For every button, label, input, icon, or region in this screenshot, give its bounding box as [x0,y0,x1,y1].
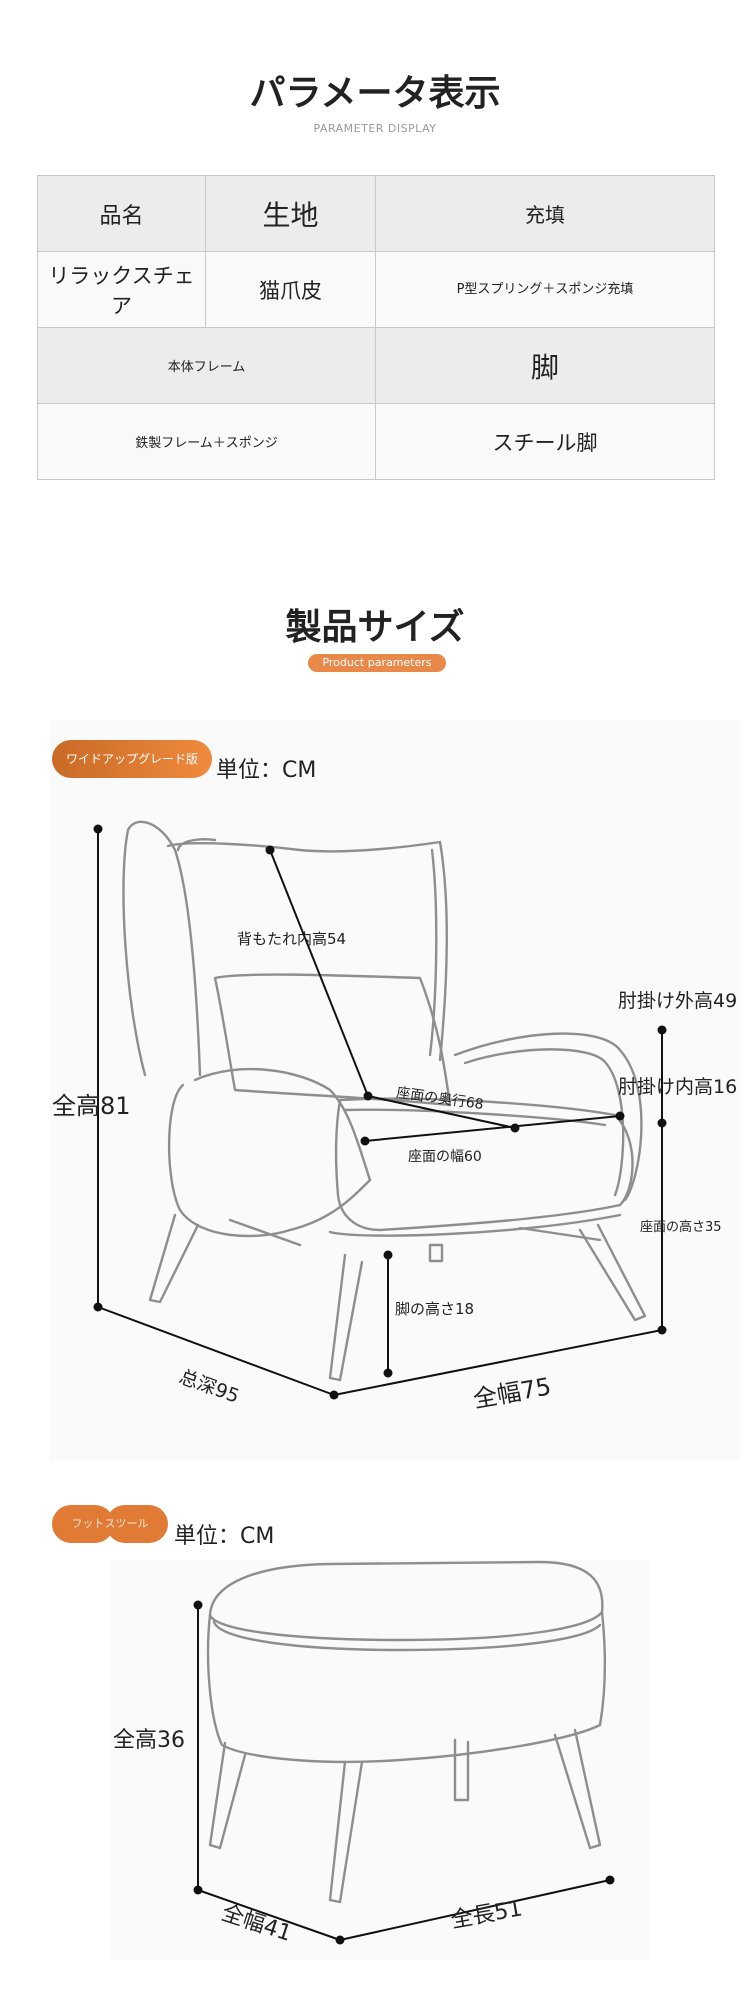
table-cell: 生地 [205,175,376,252]
table-cell: スチール脚 [375,403,715,480]
table-row: 品名 生地 充填 [37,175,715,252]
table-cell: P型スプリング＋スポンジ充填 [375,251,715,328]
stool-total-height-label: 全高36 [113,1728,185,1753]
chair-armrest-outer-height-label: 肘掛け外高49 [618,990,738,1012]
table-cell: 脚 [375,327,715,404]
chair-armrest-inner-height-label: 肘掛け内高16 [618,1076,738,1098]
chair-badge: ワイドアップグレード版 [52,740,212,778]
chair-leg-height-label: 脚の高さ18 [395,1300,475,1318]
stool-unit: 単位：CM [174,1524,275,1549]
table-cell: 充填 [375,175,715,252]
stool-badge-label: フットスツール [71,1517,149,1530]
table-row: リラックスチェア 猫爪皮 P型スプリング＋スポンジ充填 [37,251,715,328]
parameter-table: 品名 生地 充填 リラックスチェア 猫爪皮 P型スプリング＋スポンジ充填 本体フ… [37,175,715,480]
stool-badge-circle-left [52,1505,114,1543]
chair-total-height-label: 全高81 [52,1092,131,1120]
table-cell: 鉄製フレーム＋スポンジ [37,403,376,480]
stool-badge-circle-right [106,1505,168,1543]
chair-seat-height-label: 座面の高さ35 [640,1220,722,1235]
chair-unit: 単位：CM [216,758,317,783]
table-cell: 品名 [37,175,206,252]
table-row: 鉄製フレーム＋スポンジ スチール脚 [37,403,715,480]
table-row: 本体フレーム 脚 [37,327,715,404]
parameter-subtitle: PARAMETER DISPLAY [313,122,437,135]
chair-drawing [93,820,667,1400]
table-cell: 本体フレーム [37,327,376,404]
stool-badge: フットスツール [52,1505,168,1543]
chair-back-inner-height-label: 背もたれ内高54 [237,930,347,948]
chair-seat-width-label: 座面の幅60 [408,1149,482,1165]
table-cell: 猫爪皮 [205,251,376,328]
size-subtitle: Product parameters [308,654,446,672]
size-title: 製品サイズ [285,607,465,648]
table-cell: リラックスチェア [37,251,206,328]
parameter-title: パラメータ表示 [249,73,501,114]
